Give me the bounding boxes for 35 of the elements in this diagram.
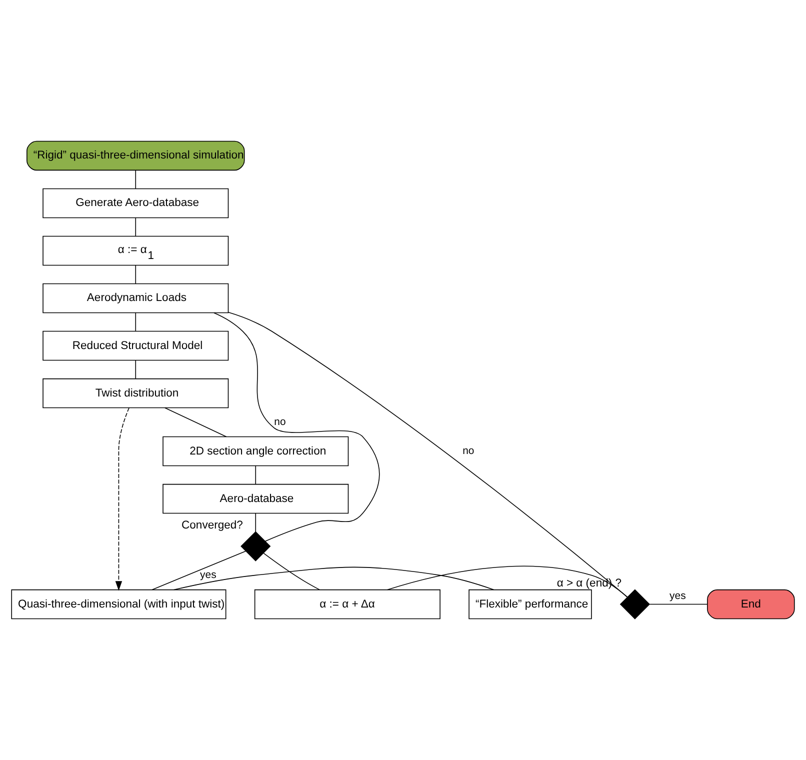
node-box: Quasi-three-dimensional (with input twist) xyxy=(11,589,226,620)
node-box: “Flexible” performance xyxy=(468,589,592,620)
connector xyxy=(135,264,136,284)
node-box: α := α + Δα xyxy=(254,589,440,620)
connector xyxy=(152,550,246,590)
connector xyxy=(387,566,628,598)
node-box: Reduced Structural Model xyxy=(42,330,229,361)
connector xyxy=(135,170,136,190)
connector xyxy=(135,312,136,332)
edge-label: no xyxy=(462,446,474,458)
edge-label: yes xyxy=(200,570,216,582)
connector xyxy=(214,312,380,542)
edge-label: no xyxy=(274,417,286,428)
arrow xyxy=(115,407,130,591)
connector xyxy=(255,465,256,485)
node-diamond xyxy=(620,589,650,620)
node-box: Twist distribution xyxy=(42,378,229,408)
connector xyxy=(649,604,708,605)
node-box: Generate Aero-database xyxy=(42,188,229,218)
connector xyxy=(174,566,494,590)
connector xyxy=(135,217,136,237)
node-label: α > α (end) ? xyxy=(556,578,622,590)
node-box: “Rigid” quasi-three-dimensional simulation xyxy=(26,140,245,171)
node-box: End xyxy=(707,589,795,620)
node-box: 2D section angle correction xyxy=(162,436,349,466)
connector xyxy=(255,512,256,532)
node-diamond xyxy=(240,531,271,562)
connector xyxy=(164,407,227,438)
connector xyxy=(135,360,136,380)
node-box: Aerodynamic Loads xyxy=(42,283,229,314)
node-label: Converged? xyxy=(182,520,243,532)
node-box: Aero-database xyxy=(162,484,349,514)
connector xyxy=(263,552,320,590)
edge-label: yes xyxy=(670,590,686,602)
connector xyxy=(228,312,628,598)
